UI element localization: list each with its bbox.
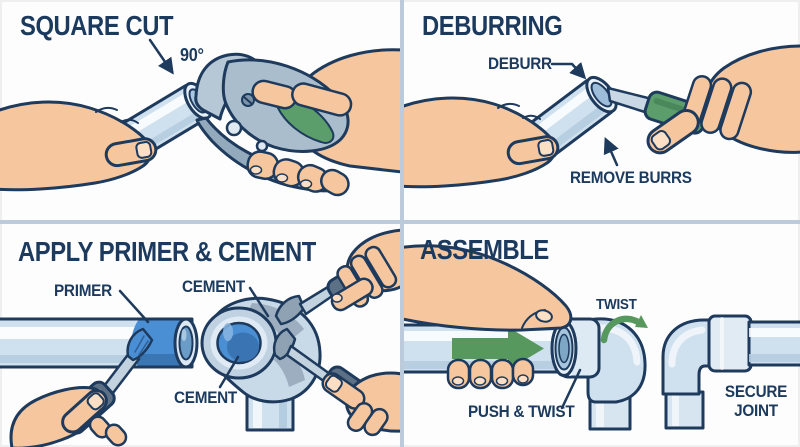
cement-bottom-pointer-line bbox=[218, 355, 240, 389]
top-right-hand bbox=[330, 228, 400, 312]
remove-burrs-label: REMOVE BURRS bbox=[570, 168, 692, 187]
push-twist-pointer-line bbox=[560, 368, 582, 410]
angle-90-label: 90° bbox=[180, 45, 204, 65]
push-twist-label: PUSH & TWIST bbox=[468, 402, 575, 421]
square-cut-illustration bbox=[0, 38, 400, 197]
square-cut-pointer-arrow bbox=[148, 38, 174, 75]
deburr-label: DEBURR bbox=[488, 54, 552, 73]
left-hand bbox=[0, 100, 158, 192]
cement-top-pointer-line bbox=[248, 286, 270, 318]
cement-patch-side bbox=[273, 351, 305, 387]
cement-top-label: CEMENT bbox=[182, 277, 245, 296]
secure-joint-fitting bbox=[661, 314, 800, 430]
square-cut-title: SQUARE CUT bbox=[20, 10, 174, 41]
assemble-illustration bbox=[404, 244, 800, 431]
twist-arrow bbox=[600, 315, 648, 344]
right-hand bbox=[646, 44, 800, 155]
bottom-left-hand bbox=[9, 386, 128, 447]
primer-pointer-line bbox=[118, 289, 150, 324]
bottom-right-hand bbox=[321, 371, 400, 437]
assemble-title: ASSEMBLE bbox=[420, 234, 549, 265]
panel-apply-primer-cement: APPLY PRIMER & CEMENT PRIMER CEMENT CEME… bbox=[0, 224, 400, 447]
panel-square-cut: SQUARE CUT 90° bbox=[0, 0, 400, 220]
secure-joint-label: SECURE JOINT bbox=[724, 382, 788, 421]
elbow-fitting bbox=[200, 296, 322, 432]
primer-label: PRIMER bbox=[54, 281, 112, 300]
horizontal-divider bbox=[0, 220, 800, 224]
left-hand bbox=[404, 96, 560, 189]
apply-primer-cement-title: APPLY PRIMER & CEMENT bbox=[18, 236, 316, 267]
panel-deburring: DEBURR DEBURRING DEBURR REMOVE BURRS bbox=[404, 0, 800, 220]
remove-burrs-pointer-arrow bbox=[603, 137, 619, 167]
twist-label: TWIST bbox=[596, 296, 637, 313]
deburr-pointer-arrow bbox=[550, 61, 587, 80]
pvc-pipe-with-primer bbox=[0, 317, 199, 369]
deburring-illustration bbox=[404, 44, 800, 189]
gripping-hand bbox=[404, 244, 573, 390]
primer-cement-illustration bbox=[0, 228, 400, 447]
deburring-title: DEBURRING bbox=[422, 10, 563, 41]
cement-bottom-label: CEMENT bbox=[174, 388, 237, 407]
right-hand-fingers bbox=[246, 79, 353, 197]
panel-assemble: ASSEMBLE TWIST PUSH & TWIST SECURE JOINT bbox=[404, 224, 800, 447]
